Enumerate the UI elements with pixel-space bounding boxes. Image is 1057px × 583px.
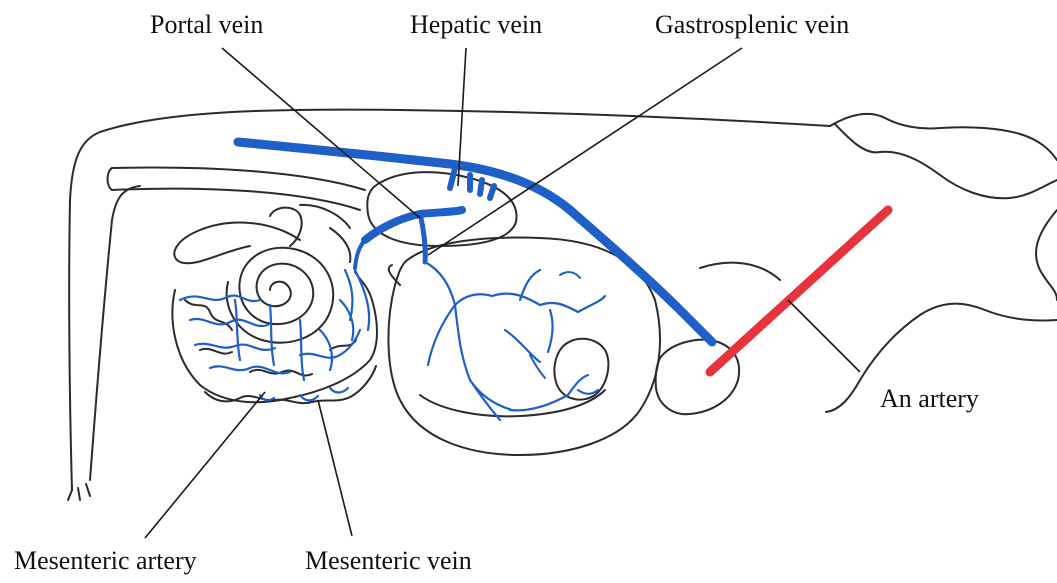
- label-an-artery: An artery: [880, 386, 979, 412]
- spleen-outline: [554, 339, 608, 400]
- label-gastrosplenic-vein: Gastrosplenic vein: [655, 12, 849, 38]
- leader-mesenteric-artery: [145, 392, 265, 538]
- caudal-vena-cava: [238, 142, 712, 342]
- leader-an-artery: [788, 300, 860, 372]
- label-hepatic-vein: Hepatic vein: [410, 12, 542, 38]
- mesentery-mass: [172, 272, 377, 403]
- label-portal-vein: Portal vein: [150, 12, 263, 38]
- spiral-colon: [227, 248, 334, 343]
- portal-trunk: [420, 214, 425, 262]
- leader-mesenteric-vein: [318, 400, 352, 536]
- leader-portal-vein: [222, 48, 420, 218]
- stomach-inner: [420, 390, 605, 416]
- intestinal-loops: [174, 205, 350, 263]
- artery-red: [710, 210, 888, 372]
- intestine-tube: [108, 168, 366, 210]
- label-mesenteric-artery: Mesenteric artery: [14, 548, 197, 574]
- vein-system: [238, 142, 712, 420]
- gastric-branches: [425, 262, 605, 420]
- portal-vein: [365, 210, 462, 240]
- label-mesenteric-vein: Mesenteric vein: [305, 548, 472, 574]
- portal-to-mesentery: [355, 240, 365, 268]
